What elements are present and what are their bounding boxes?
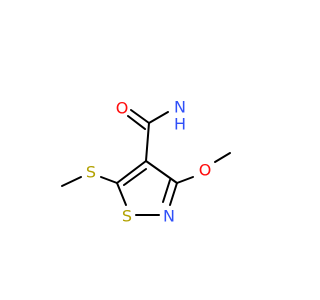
bond-carbonyl-c-o-a [130, 109, 150, 124]
oxygen-atom-label: O [199, 161, 212, 180]
hydrogen-atom-label: H [174, 115, 186, 134]
bond-c3-n-a [169, 182, 178, 206]
sulfur-atom-label: S [122, 207, 132, 226]
bond-thioether-s-ch3 [61, 176, 82, 187]
bond-s-c5 [116, 182, 127, 206]
bond-carbonyl-c-o-b [127, 115, 146, 130]
bond-c3-n-b [162, 179, 171, 203]
bond-carbonyl-c-n [148, 111, 169, 124]
bond-c5-thioether-s [100, 176, 118, 184]
bond-c4-c3 [145, 160, 178, 184]
oxygen-atom-label: O [116, 99, 129, 118]
chemical-structure: O N H O S S N [61, 98, 231, 226]
bond-c3-methoxy-o [176, 176, 194, 184]
bond-c4-carbonyl-carbon [145, 122, 150, 162]
bond-c5-c4-a [116, 160, 147, 184]
sulfur-atom-label: S [86, 163, 96, 182]
nitrogen-atom-label: N [163, 207, 175, 226]
nitrogen-atom-label: N [174, 98, 186, 117]
bond-methoxy-o-ch3 [214, 152, 231, 163]
bond-c5-c4-b [123, 168, 147, 186]
